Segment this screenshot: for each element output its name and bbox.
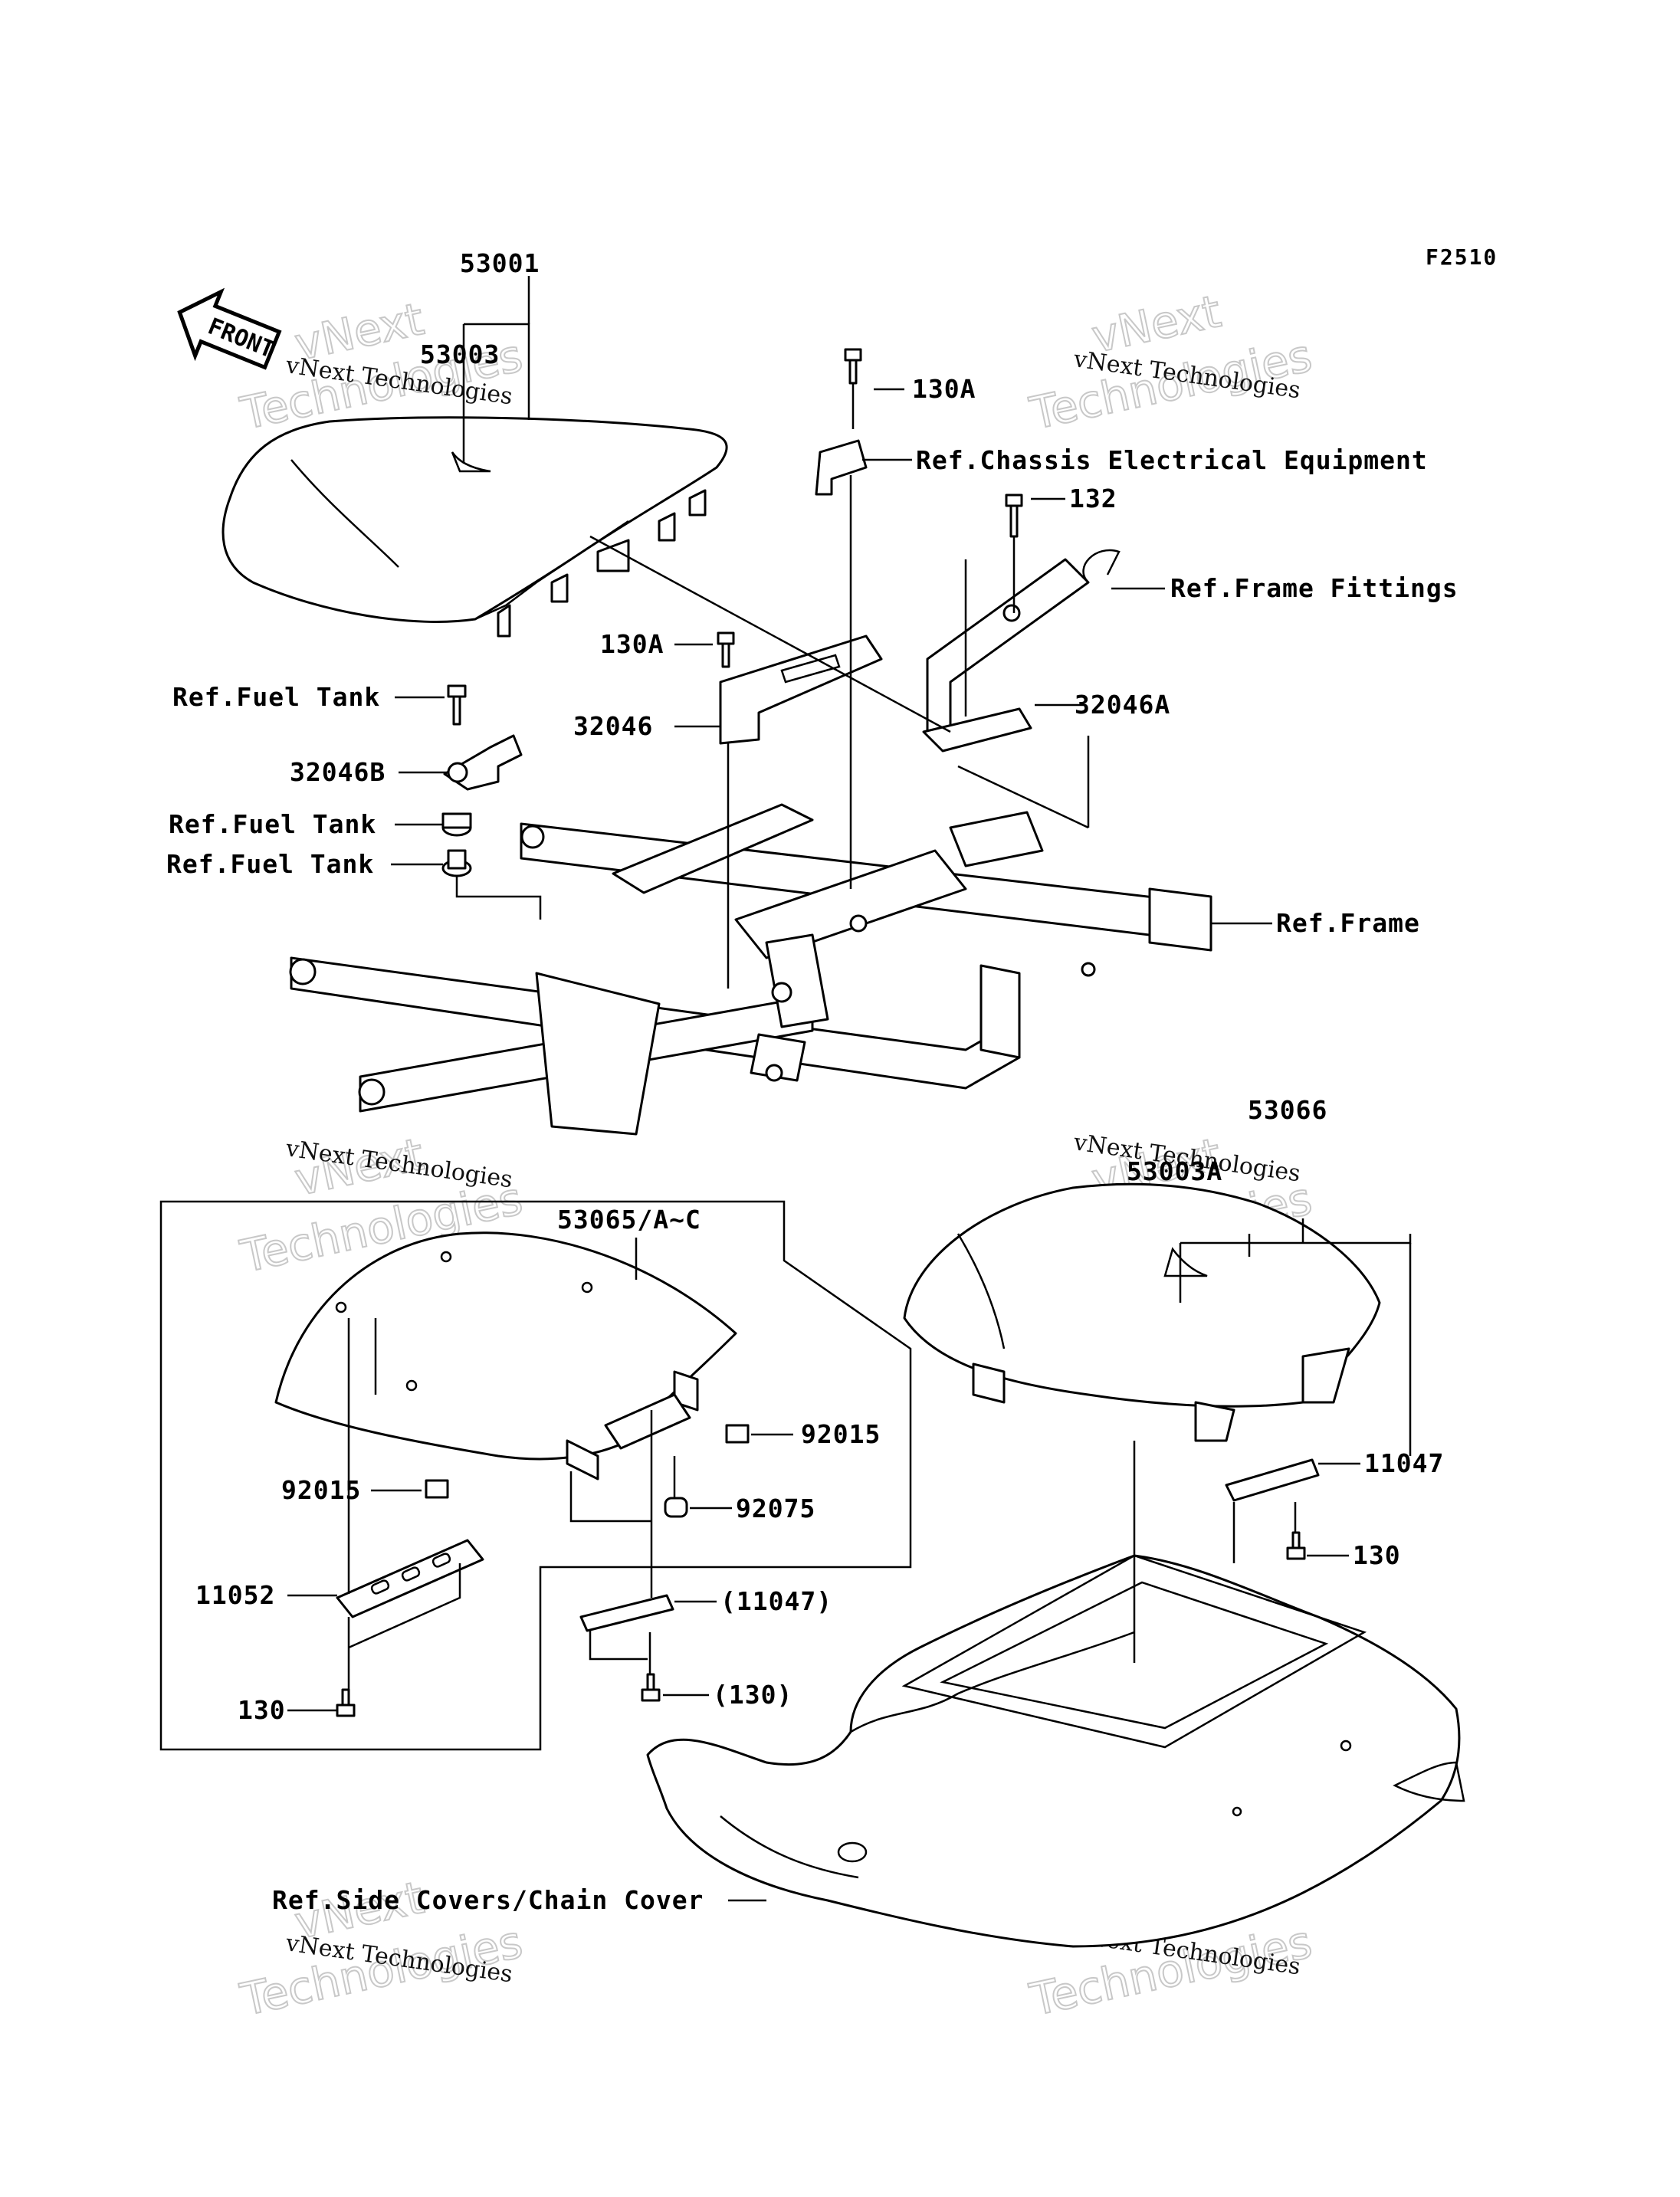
callout-ref-fuel-tank-3: Ref.Fuel Tank <box>166 849 374 879</box>
nut-92015-left-icon <box>425 1479 449 1499</box>
callout-53066: 53066 <box>1248 1095 1327 1125</box>
bracket-11047-paren <box>579 1594 674 1632</box>
callout-32046A: 32046A <box>1075 690 1170 720</box>
damper-fuel-tank-1-icon <box>441 812 472 837</box>
side-cover-tail <box>646 1554 1465 1948</box>
grommet-92075-icon <box>664 1497 688 1518</box>
nut-92015-right-icon <box>725 1424 750 1444</box>
callout-32046: 32046 <box>573 711 653 741</box>
callout-130A-top: 130A <box>912 374 976 404</box>
callout-ref-chassis-electrical: Ref.Chassis Electrical Equipment <box>916 445 1428 475</box>
bolt-130-left-icon <box>336 1688 356 1717</box>
seat-cover-cowl <box>274 1231 737 1481</box>
callout-32046B: 32046B <box>290 757 386 787</box>
bracket-32046 <box>719 635 883 745</box>
bracket-11052 <box>336 1539 484 1618</box>
callout-92015-right: 92015 <box>801 1419 881 1449</box>
leader-lines <box>287 276 1412 1902</box>
damper-fuel-tank-2-icon <box>441 849 472 877</box>
callout-53001: 53001 <box>460 248 540 278</box>
callout-11047: 11047 <box>1364 1448 1444 1478</box>
callout-130-paren: (130) <box>713 1680 792 1710</box>
callout-ref-side-covers: Ref.Side Covers/Chain Cover <box>272 1885 704 1915</box>
inset-box <box>159 1200 912 1751</box>
callout-ref-frame: Ref.Frame <box>1276 908 1420 938</box>
callout-53003: 53003 <box>420 339 500 369</box>
callout-130A-mid: 130A <box>600 629 664 659</box>
bolt-130-right-icon <box>1286 1531 1306 1560</box>
bolt-130A-mid-icon <box>717 631 735 668</box>
watermark-top-right: vNext Technologies vNext Technologies <box>1025 284 1317 441</box>
callout-11047-paren: (11047) <box>720 1586 832 1616</box>
callout-130-right: 130 <box>1353 1540 1401 1570</box>
rear-seat <box>903 1182 1381 1442</box>
callout-ref-fuel-tank-1: Ref.Fuel Tank <box>172 682 380 712</box>
figure-code: F2510 <box>1426 244 1498 270</box>
bolt-130A-top-icon <box>844 348 862 385</box>
callout-53003A: 53003A <box>1127 1156 1222 1186</box>
callout-53065: 53065/A~C <box>557 1205 701 1235</box>
callout-92015-left: 92015 <box>281 1475 361 1505</box>
front-arrow-icon: FRONT <box>177 287 282 370</box>
callout-ref-frame-fittings: Ref.Frame Fittings <box>1170 573 1459 603</box>
bracket-32046B <box>443 734 523 791</box>
rear-frame <box>289 803 1212 1136</box>
callout-132: 132 <box>1069 484 1117 513</box>
callout-ref-fuel-tank-2: Ref.Fuel Tank <box>169 809 376 839</box>
callout-labels: 53001 53003 130A Ref.Chassis Electrical … <box>166 248 1459 1915</box>
bracket-11047 <box>1225 1458 1320 1502</box>
frame-fittings-hook <box>1082 549 1121 583</box>
front-seat <box>221 416 728 638</box>
callout-92075: 92075 <box>736 1494 815 1523</box>
bolt-130-paren-icon <box>641 1673 661 1702</box>
callout-11052: 11052 <box>195 1580 275 1610</box>
bolt-132-icon <box>1005 494 1023 538</box>
callout-130-left: 130 <box>238 1695 286 1725</box>
bracket-32046A <box>922 558 1090 753</box>
bracket-chassis-ref <box>815 439 868 496</box>
bolt-fuel-tank-icon <box>447 684 467 726</box>
